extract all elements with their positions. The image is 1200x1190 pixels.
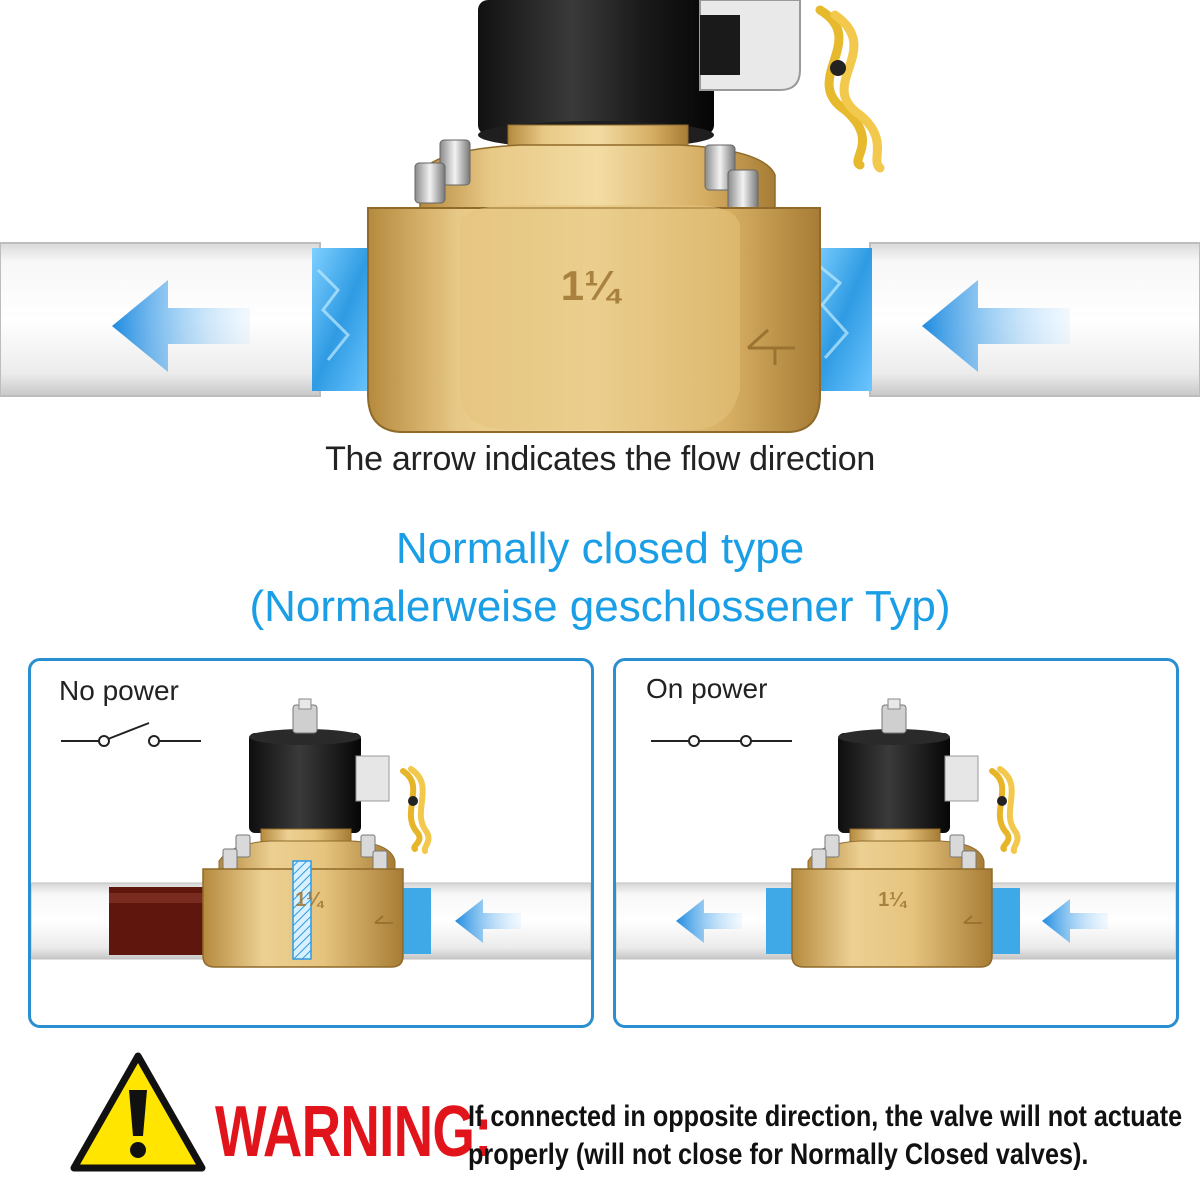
- on-power-label: On power: [646, 673, 768, 704]
- on-power-size-mark: 1¼: [878, 889, 908, 911]
- hero-coil: [478, 0, 714, 135]
- flow-direction-caption: The arrow indicates the flow direction: [325, 440, 875, 478]
- no-power-size-mark: 1¼: [295, 889, 325, 911]
- open-switch-icon: [61, 722, 201, 747]
- outlet-arrow-icon: [676, 899, 742, 943]
- hero-bolts: [414, 139, 759, 211]
- warning-message-line2: properly (will not close for Normally Cl…: [468, 1138, 1089, 1171]
- warning-triangle-icon: [70, 1050, 206, 1176]
- valve-type-title: Normally closed type (Normalerweise gesc…: [0, 520, 1200, 636]
- on-power-diagram: 1¼: [616, 698, 1176, 968]
- no-power-diagram: 1¼: [31, 698, 591, 968]
- valve-type-title-en: Normally closed type: [395, 524, 805, 573]
- inlet-arrow-icon: [1042, 899, 1108, 943]
- hero-size-mark: 1¼: [561, 262, 622, 309]
- hero-valve-illustration: 1¼: [0, 0, 1200, 445]
- left-water: [312, 248, 372, 391]
- on-power-panel: 1¼ On power: [613, 658, 1179, 1028]
- no-power-panel: 1¼ No power: [28, 658, 594, 1028]
- warning-heading: WARNING:: [215, 1092, 492, 1172]
- inlet-water: [988, 888, 1020, 954]
- warning-message: If connected in opposite direction, the …: [468, 1098, 1190, 1174]
- no-power-label: No power: [59, 675, 179, 706]
- valve-type-title-de: (Normalerweise geschlossener Typ): [249, 582, 951, 631]
- inlet-arrow-icon: [455, 899, 521, 943]
- hero-right-arrow-icon: [922, 280, 1070, 372]
- closed-valve-gate: [292, 860, 312, 960]
- warning-message-line1: If connected in opposite direction, the …: [468, 1100, 1183, 1133]
- right-water: [812, 248, 872, 391]
- inlet-water: [399, 888, 431, 954]
- closed-switch-icon: [651, 735, 792, 747]
- hero-valve-svg: 1¼: [0, 0, 1200, 433]
- hero-left-arrow-icon: [112, 280, 250, 372]
